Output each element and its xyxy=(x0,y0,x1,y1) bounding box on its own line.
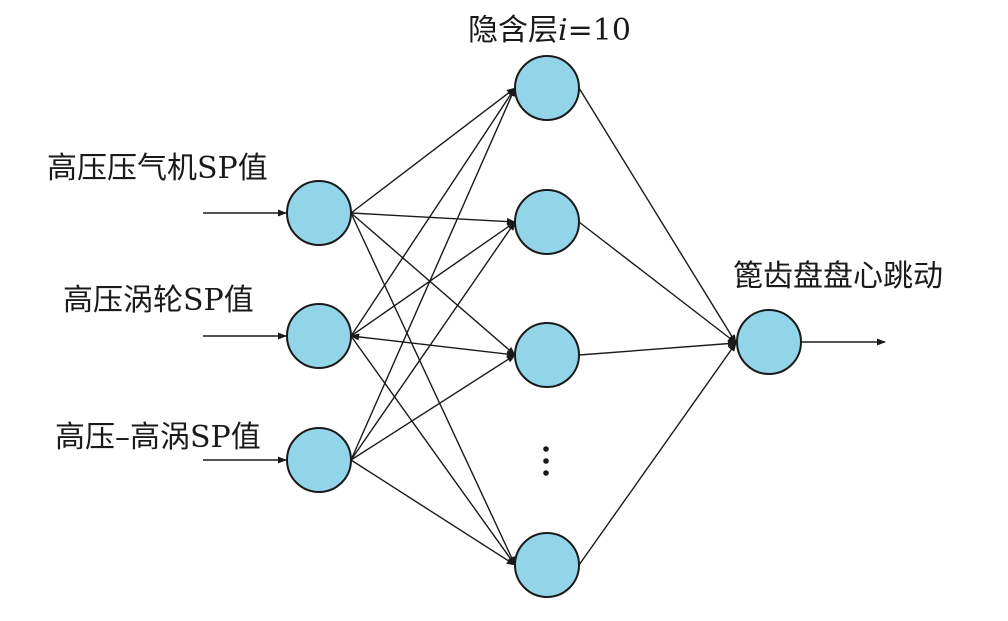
hidden-layer-label-suffix: =10 xyxy=(568,13,631,48)
output-label: 篦齿盘盘心跳动 xyxy=(733,259,943,294)
edge-in3-h5 xyxy=(350,459,516,566)
edge-h5-out xyxy=(578,342,737,566)
edge-h1-out xyxy=(578,87,737,344)
hidden-layer-label-prefix: 隐含层 xyxy=(468,13,558,48)
hidden-node-1 xyxy=(514,55,580,121)
hidden-node-10 xyxy=(514,532,580,598)
input-node-3 xyxy=(286,427,352,493)
hidden-layer-label: 隐含层i=10 xyxy=(468,13,631,48)
input-label-2: 高压涡轮SP值 xyxy=(63,283,254,318)
edge-in2-h2 xyxy=(350,221,516,337)
input-node-1 xyxy=(286,180,352,246)
edge-in2-h1 xyxy=(350,87,516,337)
edge-in2-h5 xyxy=(350,335,516,566)
edge-h3-out xyxy=(578,340,737,356)
input-label-1: 高压压气机SP值 xyxy=(47,151,268,186)
hidden-layer-label-var: i xyxy=(558,13,568,48)
output-node xyxy=(736,309,802,375)
ellipsis-dots xyxy=(543,446,549,476)
hidden-node-3 xyxy=(514,322,580,388)
edge-in3-h2 xyxy=(350,221,516,461)
edge-in3-h3 xyxy=(350,354,516,461)
ellipsis-dot xyxy=(543,470,549,476)
hidden-node-2 xyxy=(514,189,580,255)
edge-in1-h1 xyxy=(350,87,516,214)
edge-in3-h1 xyxy=(350,87,516,461)
edge-h2-out xyxy=(578,221,737,344)
edge-in1-h3 xyxy=(350,212,516,356)
ellipsis-dot xyxy=(543,446,549,452)
edge-in2-h3 xyxy=(350,333,516,358)
input-label-3: 高压–高涡SP值 xyxy=(55,420,261,455)
edge-in1-h5 xyxy=(350,212,516,566)
edge-in1-h2 xyxy=(350,212,516,226)
ellipsis-dot xyxy=(543,458,549,464)
input-node-2 xyxy=(286,303,352,369)
